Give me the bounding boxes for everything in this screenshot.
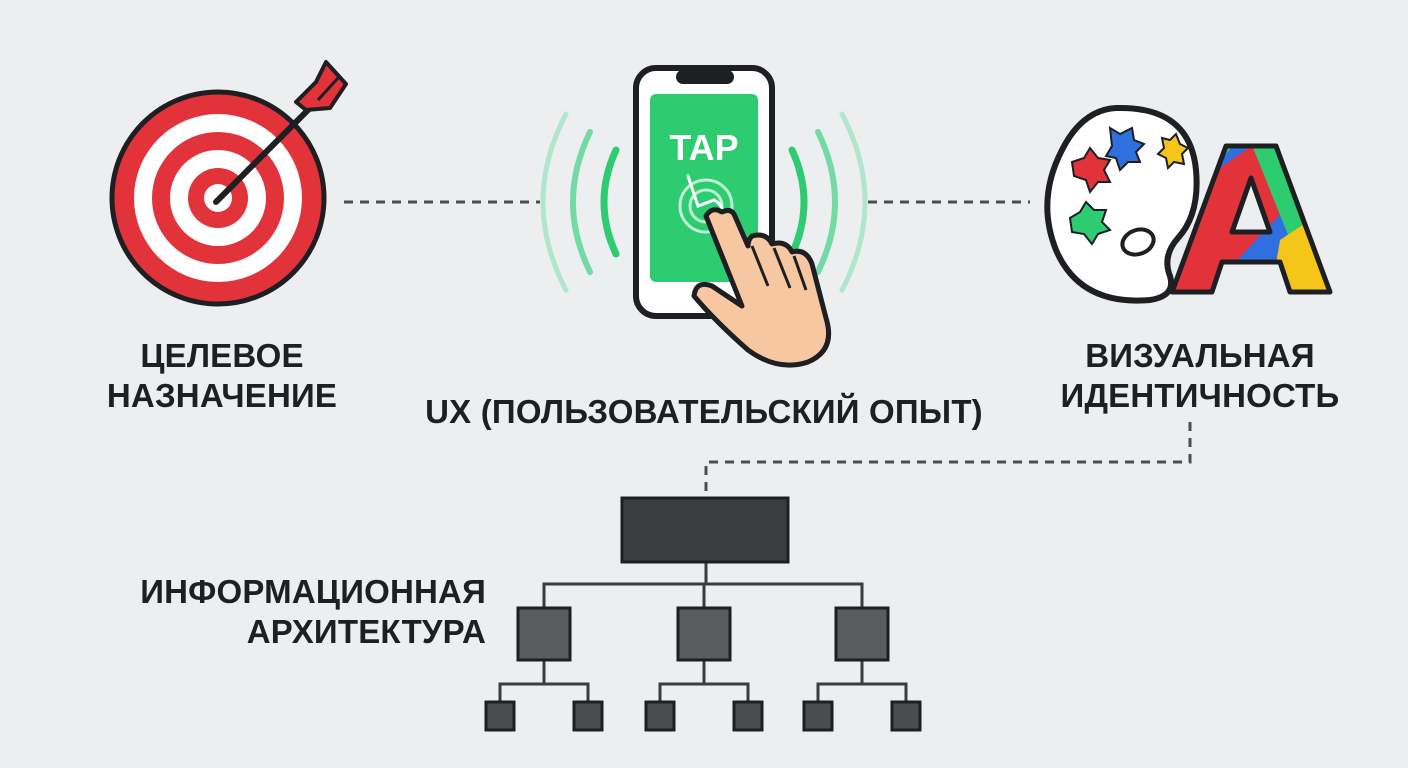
connector-identity-to-ia [704,422,1192,492]
tree-leaf-node [890,700,922,732]
label-purpose: ЦЕЛЕВОЕ НАЗНАЧЕНИЕ [92,336,352,416]
tree-leaf-node [572,700,604,732]
tree-leaf-node [802,700,834,732]
label-visual-identity: ВИЗУАЛЬНАЯ ИДЕНТИЧНОСТЬ [1040,336,1360,416]
hierarchy-tree [484,496,922,732]
tree-leaf-node [732,700,764,732]
label-ia-line-1: ИНФОРМАЦИОННАЯ [140,573,486,610]
tree-root-node [620,496,790,564]
target-icon [109,60,348,307]
label-information-architecture: ИНФОРМАЦИОННАЯ АРХИТЕКТУРА [120,572,486,652]
connector-lines [344,200,1192,492]
label-ux: UX (ПОЛЬЗОВАТЕЛЬСКИЙ ОПЫТ) [425,393,983,430]
phone-screen-text: TAP [669,127,738,168]
hand-pointer-icon [691,207,832,368]
label-visual-line-2: ИДЕНТИЧНОСТЬ [1060,377,1340,414]
tree-child-node [834,606,890,662]
tree-leaf-node [644,700,676,732]
label-purpose-line-2: НАЗНАЧЕНИЕ [106,377,338,414]
palette-icon [1044,104,1200,304]
tree-leaf-node [484,700,516,732]
label-ia-line-2: АРХИТЕКТУРА [246,613,486,650]
label-visual-line-1: ВИЗУАЛЬНАЯ [1085,337,1315,374]
tree-child-node [676,606,732,662]
tree-child-node [516,606,572,662]
label-purpose-line-1: ЦЕЛЕВОЕ [140,337,304,374]
phone-vibration-waves [540,111,868,293]
